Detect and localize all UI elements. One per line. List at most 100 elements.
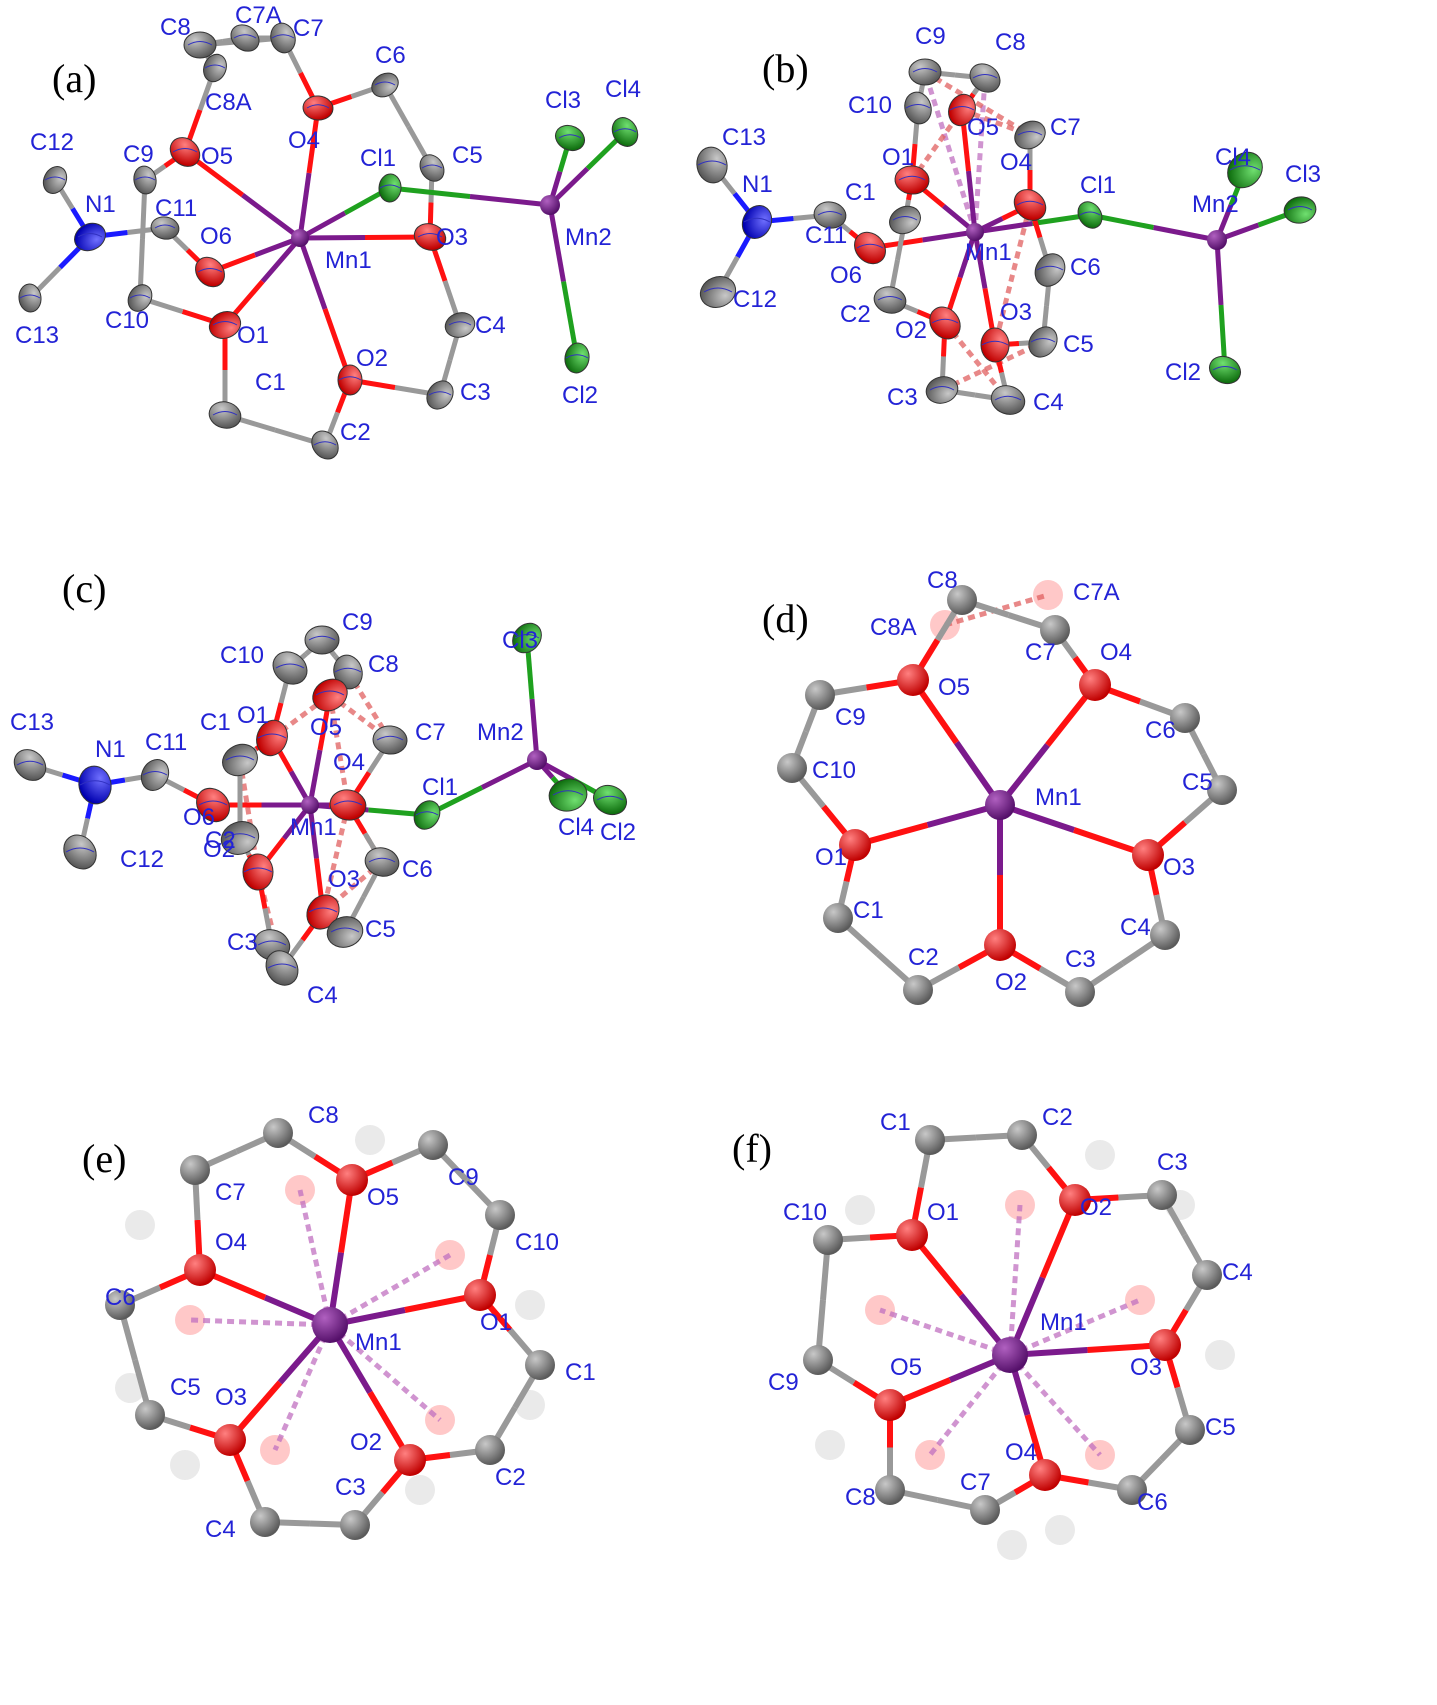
ortep-axis <box>892 216 918 221</box>
ortep-axis <box>267 963 297 969</box>
ortep-axis <box>697 160 727 166</box>
atom-mn1 <box>312 1307 348 1343</box>
atom-label: C8 <box>845 1484 876 1511</box>
disorder-bond <box>972 77 988 233</box>
ortep-axis <box>981 340 1009 346</box>
atom-mn1 <box>985 790 1015 820</box>
atom-mn2 <box>540 195 560 215</box>
ortep-axis <box>212 411 238 416</box>
atom-o1 <box>896 1219 928 1251</box>
atom-label: C9 <box>915 23 946 50</box>
ortep-axis <box>912 68 938 73</box>
atom-label: C2 <box>495 1464 526 1491</box>
atom-label: C13 <box>10 709 54 736</box>
atom-mn1 <box>992 1337 1028 1373</box>
atom-label: O5 <box>890 1354 922 1381</box>
atom-c2 <box>903 975 933 1005</box>
atom-label: C6 <box>1145 717 1176 744</box>
ortep-axis <box>338 376 362 381</box>
atom-o5 <box>312 678 348 712</box>
atom-c7 <box>270 22 296 54</box>
atom-label: O4 <box>1100 639 1132 666</box>
disordered-carbon <box>845 1195 875 1225</box>
atom-label: O1 <box>882 144 914 171</box>
ortep-axis <box>271 34 295 39</box>
atom-label: C6 <box>1137 1489 1168 1516</box>
atom-c7 <box>372 725 408 755</box>
ortep-axis <box>374 81 396 86</box>
disorder-bond <box>272 1323 333 1452</box>
atom-cl1 <box>413 800 441 830</box>
atom-label: C6 <box>375 42 406 69</box>
ortep-axis <box>877 296 903 301</box>
atom-label: Cl3 <box>1285 161 1321 188</box>
atom-c9 <box>304 625 340 655</box>
atom-o2 <box>242 853 274 891</box>
atom-c10 <box>485 1200 515 1230</box>
atom-label: C8 <box>995 29 1026 56</box>
ortep-axis <box>1287 206 1313 211</box>
atom-c6 <box>1117 1475 1147 1505</box>
bond <box>974 221 1033 235</box>
ortep-axis <box>898 175 926 181</box>
atom-o6 <box>195 256 225 288</box>
bond <box>241 192 302 241</box>
atom-c13 <box>18 283 42 313</box>
atom-label: C13 <box>722 124 766 151</box>
atom-c7 <box>1014 120 1046 150</box>
atom-label: C5 <box>365 916 396 943</box>
atom-o3 <box>1132 839 1164 871</box>
ortep-axis <box>994 395 1022 401</box>
atom-o1 <box>464 1279 496 1311</box>
atom-o3 <box>980 327 1010 363</box>
atom-label: C4 <box>475 312 506 339</box>
atom-c5 <box>135 1400 165 1430</box>
atom-o2 <box>337 364 363 396</box>
atom-c4 <box>444 312 476 338</box>
atom-cl4 <box>1227 151 1263 189</box>
atom-label: O5 <box>967 114 999 141</box>
atom-label: O5 <box>310 714 342 741</box>
atom-label: C10 <box>515 1229 559 1256</box>
disorder-bond <box>928 1353 1012 1457</box>
atom-c11 <box>813 201 847 229</box>
atom-label: Cl2 <box>600 819 636 846</box>
atom-label: C9 <box>123 141 154 168</box>
atom-label: O6 <box>183 804 215 831</box>
atom-label: C8 <box>368 651 399 678</box>
ortep-axis <box>306 104 330 109</box>
atom-label: C8 <box>308 1102 339 1129</box>
disorder-bond <box>992 204 1033 346</box>
disordered-oxygen <box>175 1305 205 1335</box>
bond <box>529 698 540 761</box>
atom-c10 <box>904 91 932 125</box>
atom-label: Mn1 <box>290 814 337 841</box>
ortep-axis <box>565 354 589 359</box>
atom-c8 <box>875 1475 905 1505</box>
disordered-carbon <box>1205 1340 1235 1370</box>
atom-label: C9 <box>768 1369 799 1396</box>
atom-n1 <box>741 205 773 239</box>
atom-c2 <box>1007 1120 1037 1150</box>
atom-label: C12 <box>120 846 164 873</box>
ortep-axis <box>929 386 955 391</box>
atom-label: C2 <box>908 944 939 971</box>
disordered-carbon <box>170 1450 200 1480</box>
atom-label: O2 <box>995 969 1027 996</box>
atom-cl4 <box>548 778 588 812</box>
atom-label: C13 <box>15 322 59 349</box>
disorder-bond <box>327 694 351 806</box>
atom-label: O3 <box>1163 854 1195 881</box>
disordered-carbon <box>405 1475 435 1505</box>
panel-label: (c) <box>62 566 106 611</box>
atom-label: Mn1 <box>965 239 1012 266</box>
atom-label: Cl2 <box>1165 359 1201 386</box>
ortep-axis <box>613 128 637 133</box>
atom-label: C5 <box>1182 769 1213 796</box>
atom-label: C4 <box>205 1516 236 1543</box>
ortep-axis <box>1079 211 1101 216</box>
ortep-axis <box>1036 265 1064 271</box>
ortep-axis <box>172 148 198 153</box>
atom-c9 <box>805 680 835 710</box>
